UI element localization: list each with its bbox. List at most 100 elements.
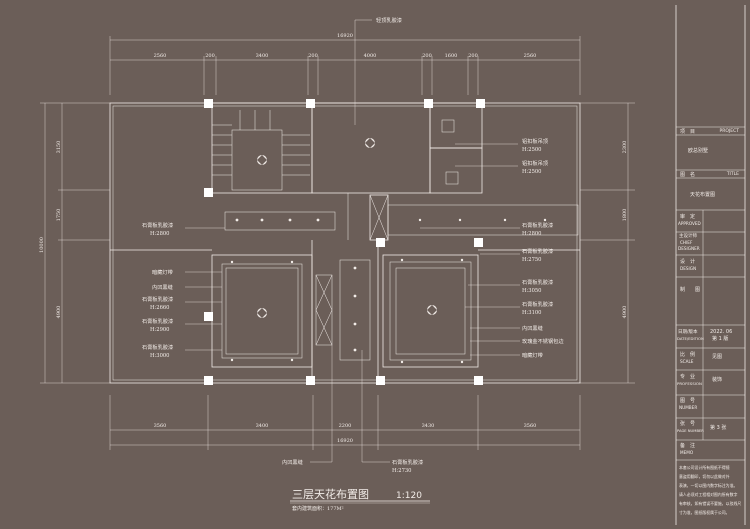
ceiling-lights xyxy=(230,138,547,364)
svg-text:H:3050: H:3050 xyxy=(522,288,541,294)
tb-approved-label: 审 定 xyxy=(680,214,696,220)
tb-scale-en: SCALE xyxy=(680,359,694,364)
svg-text:3560: 3560 xyxy=(524,423,537,429)
svg-text:石膏板乳胶漆: 石膏板乳胶漆 xyxy=(142,221,173,229)
svg-text:200: 200 xyxy=(422,53,432,59)
svg-text:内凹黑缝: 内凹黑缝 xyxy=(282,458,303,466)
svg-text:石膏板乳胶漆: 石膏板乳胶漆 xyxy=(522,247,553,255)
tb-scale-value: 见图 xyxy=(712,354,723,360)
svg-text:2560: 2560 xyxy=(524,53,537,59)
tb-design-label: 设 计 xyxy=(680,259,696,265)
svg-text:3400: 3400 xyxy=(256,53,269,59)
drawing-scale: 1:120 xyxy=(396,491,422,501)
tb-page-label: 张 号 xyxy=(680,421,696,427)
tb-profession-label: 专 业 xyxy=(680,374,696,380)
svg-text:H:3100: H:3100 xyxy=(522,310,541,316)
svg-text:H:3000: H:3000 xyxy=(150,353,169,359)
tb-scale-label: 比 例 xyxy=(680,352,696,358)
leader-lines xyxy=(185,19,520,463)
svg-text:H:2750: H:2750 xyxy=(522,257,541,263)
tb-date-label: 日期/版本 xyxy=(678,330,698,335)
svg-text:H:2730: H:2730 xyxy=(392,468,411,474)
svg-text:石膏板乳胶漆: 石膏板乳胶漆 xyxy=(522,300,553,308)
tb-number-label: 图 号 xyxy=(680,398,696,404)
tb-title-en: TITLE xyxy=(726,172,739,177)
svg-text:200: 200 xyxy=(308,53,318,59)
tb-chief-label: 主设计师 xyxy=(679,234,697,239)
svg-text:石膏板乳胶漆: 石膏板乳胶漆 xyxy=(142,295,173,303)
tb-page-en: PAGE NUMBER xyxy=(677,429,704,433)
tb-design-en: DESIGN xyxy=(680,266,697,271)
svg-text:3400: 3400 xyxy=(256,423,269,429)
tb-chief-en2: DESIGNER xyxy=(678,246,700,251)
svg-text:4900: 4900 xyxy=(56,306,62,319)
tb-date-en: DATE/EDITION xyxy=(677,336,704,341)
left-dimensions: 10000 3150 1750 4900 xyxy=(39,102,110,384)
svg-text:200: 200 xyxy=(468,53,478,59)
tb-memo-text: 本套公司设计所有图纸不得随 意盗用翻印，切勿以此做对外 表演，一切以图内数字标注… xyxy=(679,465,742,515)
svg-text:石膏板乳胶漆: 石膏板乳胶漆 xyxy=(522,221,553,229)
tb-number-en: NUMBER xyxy=(679,405,698,410)
svg-text:3430: 3430 xyxy=(422,423,435,429)
svg-text:H:2500: H:2500 xyxy=(522,147,541,153)
svg-text:H:2800: H:2800 xyxy=(150,231,169,237)
svg-text:200: 200 xyxy=(205,53,215,59)
label-top: 轻顶乳胶漆 xyxy=(376,16,402,24)
svg-text:H:2800: H:2800 xyxy=(522,231,541,237)
svg-text:石膏板乳胶漆: 石膏板乳胶漆 xyxy=(142,317,173,325)
svg-text:H:2660: H:2660 xyxy=(150,305,169,311)
tb-title-value: 天花布置图 xyxy=(690,192,716,198)
tb-profession-value: 装饰 xyxy=(712,377,723,383)
top-dimensions: 16920 2560 200 3400 200 4000 200 1600 20… xyxy=(109,33,581,95)
svg-text:铝扣板吊顶: 铝扣板吊顶 xyxy=(522,159,548,167)
tb-project-label: 项 目 xyxy=(680,129,696,135)
floor-plan-walls xyxy=(109,102,581,384)
tb-project-en: PROJECT xyxy=(719,129,739,134)
tb-profession-en: PROFESSION xyxy=(677,381,702,386)
drawing-title: 三层天花布置图 xyxy=(292,488,369,501)
svg-text:10000: 10000 xyxy=(39,237,45,253)
structural-columns xyxy=(204,99,485,385)
svg-text:内凹黑缝: 内凹黑缝 xyxy=(152,283,173,291)
tb-edition-value: 第 1 版 xyxy=(712,336,729,342)
svg-text:3560: 3560 xyxy=(154,423,167,429)
svg-text:1600: 1600 xyxy=(445,53,458,59)
area-note: 套内建筑面积：177M² xyxy=(292,505,344,512)
tb-date-value: 2022. 06 xyxy=(710,329,733,335)
drawing-title-block: 三层天花布置图 1:120 套内建筑面积：177M² xyxy=(290,488,430,512)
svg-text:4000: 4000 xyxy=(364,53,377,59)
tb-memo-label: 备 注 xyxy=(680,443,696,449)
tb-page-value: 第 3 张 xyxy=(710,425,727,431)
svg-text:4900: 4900 xyxy=(622,306,628,319)
svg-text:石膏板乳胶漆: 石膏板乳胶漆 xyxy=(142,343,173,351)
svg-text:2560: 2560 xyxy=(154,53,167,59)
tb-approved-en: APPROVED xyxy=(678,221,701,226)
svg-text:石膏板乳胶漆: 石膏板乳胶漆 xyxy=(392,458,423,466)
svg-text:H:2500: H:2500 xyxy=(522,169,541,175)
svg-text:1800: 1800 xyxy=(622,209,628,222)
svg-text:H:2900: H:2900 xyxy=(150,327,169,333)
bottom-dimensions: 3560 3400 2200 3430 3560 16920 xyxy=(109,395,581,450)
tb-draw-label: 制 图 xyxy=(680,287,701,293)
tb-project-value: 欧总别墅 xyxy=(688,148,709,154)
svg-text:石膏板乳胶漆: 石膏板乳胶漆 xyxy=(522,278,553,286)
right-dimensions: 2300 1800 4900 xyxy=(580,102,635,384)
callout-labels: 轻顶乳胶漆 铝扣板吊顶 H:2500 铝扣板吊顶 H:2500 石膏板乳胶漆 H… xyxy=(142,16,564,474)
svg-text:暗藏灯带: 暗藏灯带 xyxy=(522,351,543,359)
tb-memo-en: MEMO xyxy=(680,450,694,455)
svg-text:玫瑰金不锈钢包边: 玫瑰金不锈钢包边 xyxy=(522,337,564,345)
svg-text:铝扣板吊顶: 铝扣板吊顶 xyxy=(522,137,548,145)
dim-top-total: 16920 xyxy=(337,33,353,39)
svg-text:3150: 3150 xyxy=(56,141,62,154)
title-block-frame xyxy=(675,5,746,525)
tb-chief-en1: CHIEF xyxy=(680,240,693,245)
svg-text:1750: 1750 xyxy=(56,209,62,222)
tb-title-label: 图 名 xyxy=(680,172,696,178)
svg-text:2300: 2300 xyxy=(622,141,628,154)
svg-text:2200: 2200 xyxy=(339,423,352,429)
dim-bottom-total: 16920 xyxy=(337,438,353,444)
svg-text:内凹黑缝: 内凹黑缝 xyxy=(522,324,543,332)
svg-text:暗藏灯带: 暗藏灯带 xyxy=(152,268,173,276)
